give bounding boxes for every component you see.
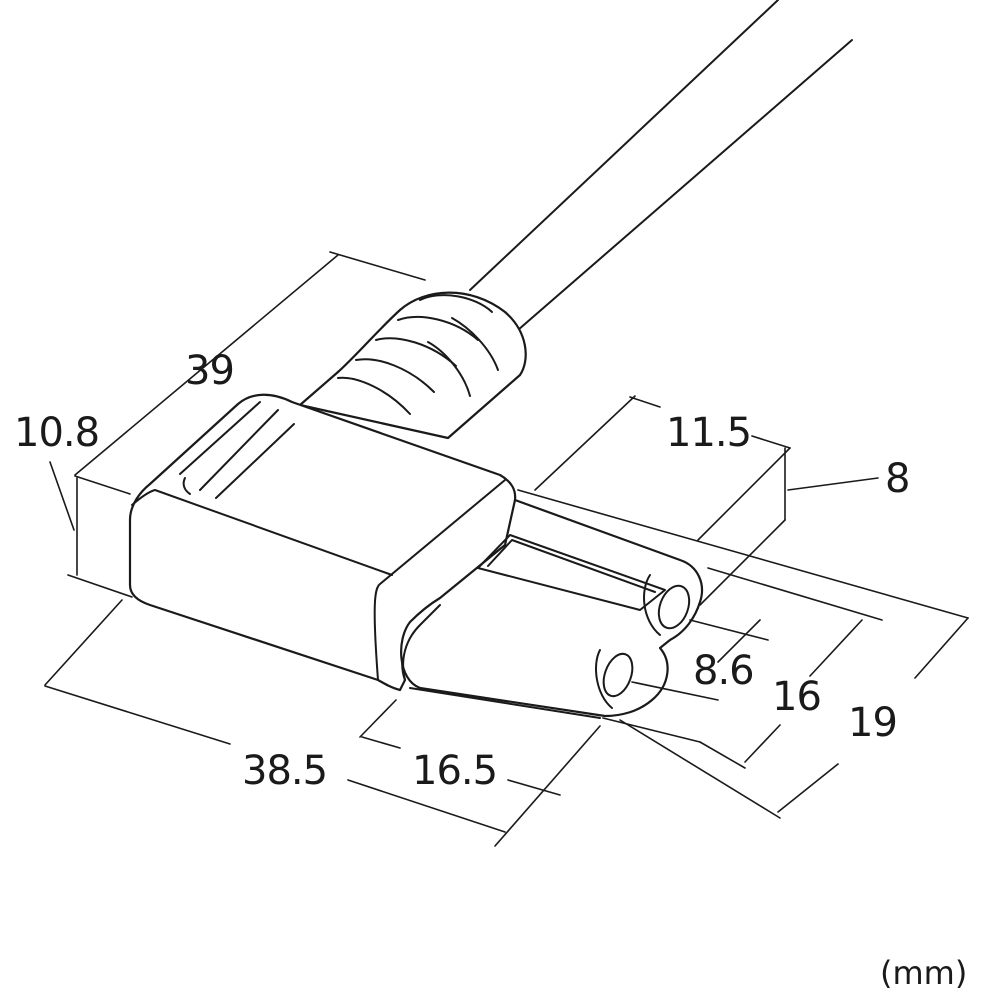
plug-length-label: 38.5 [242, 748, 327, 794]
pin-pitch-label: 8.6 [693, 648, 754, 694]
tip-length-label: 16.5 [412, 748, 497, 794]
c7-tip [400, 498, 704, 719]
dimension-labels: 39 10.8 38.5 16.5 11.5 8 8.6 16 19 (mm) [14, 348, 967, 992]
strain-relief-boot [298, 291, 527, 440]
unit-label: (mm) [880, 954, 967, 992]
tip-height-label: 8 [885, 456, 909, 502]
dimension-lines [44, 251, 969, 847]
cable [469, 0, 853, 331]
plug-depth-label: 39 [185, 348, 234, 394]
slot-length-label: 11.5 [666, 410, 751, 456]
plug-width-label: 19 [848, 700, 897, 746]
plug-height-label: 10.8 [14, 410, 99, 456]
tip-width-label: 16 [772, 674, 821, 720]
